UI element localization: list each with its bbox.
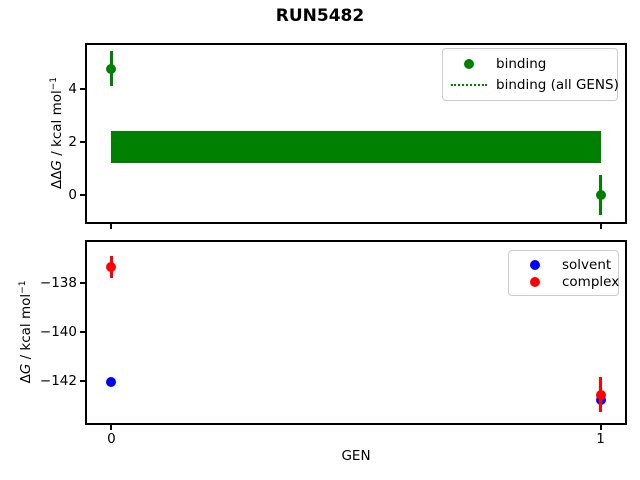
complex-dot-icon <box>530 276 540 287</box>
y-tick <box>80 330 85 333</box>
y-tick-label: −142 <box>39 373 77 390</box>
legend-item-solvent: solvent <box>516 257 611 273</box>
bottom-legend: solvent complex <box>508 250 619 296</box>
binding-all-gens-dotted-line-icon <box>451 83 487 86</box>
y-tick-label: 4 <box>68 80 77 97</box>
legend-marker-cell <box>450 59 488 70</box>
top-legend: binding binding (all GENS) <box>442 48 619 101</box>
x-tick <box>110 425 113 430</box>
complex-point <box>595 389 606 400</box>
legend-marker-cell <box>516 276 554 287</box>
x-tick <box>599 224 602 229</box>
y-label-g: G <box>49 160 65 171</box>
legend-label-solvent: solvent <box>562 256 612 273</box>
y-tick <box>80 281 85 284</box>
y-tick <box>80 87 85 90</box>
y-tick <box>80 140 85 143</box>
x-axis-label: GEN <box>341 448 371 464</box>
x-tick <box>599 425 602 430</box>
x-tick-label: 1 <box>596 431 605 447</box>
x-tick-label: 0 <box>107 431 116 447</box>
x-tick <box>110 224 113 229</box>
y-tick-label: 2 <box>68 133 77 150</box>
solvent-dot-icon <box>530 259 540 270</box>
y-tick <box>80 380 85 383</box>
y-tick <box>80 193 85 196</box>
legend-marker-cell <box>450 83 488 86</box>
solvent-point <box>106 377 117 388</box>
uncertainty-band <box>111 131 601 163</box>
binding-point <box>106 63 117 74</box>
y-tick-label: 0 <box>68 186 77 203</box>
legend-marker-cell <box>516 259 554 270</box>
y-tick-label: −140 <box>39 323 77 340</box>
legend-item-binding: binding <box>450 56 610 72</box>
legend-item-complex: complex <box>516 274 619 290</box>
top-plot-frame <box>85 43 627 224</box>
legend-label-binding-all-gens: binding (all GENS) <box>496 76 619 93</box>
bottom-plot-frame <box>85 240 627 425</box>
binding-dot-icon <box>464 59 474 70</box>
legend-label-binding: binding <box>496 56 547 73</box>
legend-label-complex: complex <box>562 273 620 290</box>
binding-point <box>595 189 606 200</box>
legend-item-binding-all-gens: binding (all GENS) <box>450 77 619 93</box>
y-tick-label: −138 <box>39 274 77 291</box>
figure-title: RUN5482 <box>275 6 365 26</box>
complex-point <box>106 261 117 272</box>
